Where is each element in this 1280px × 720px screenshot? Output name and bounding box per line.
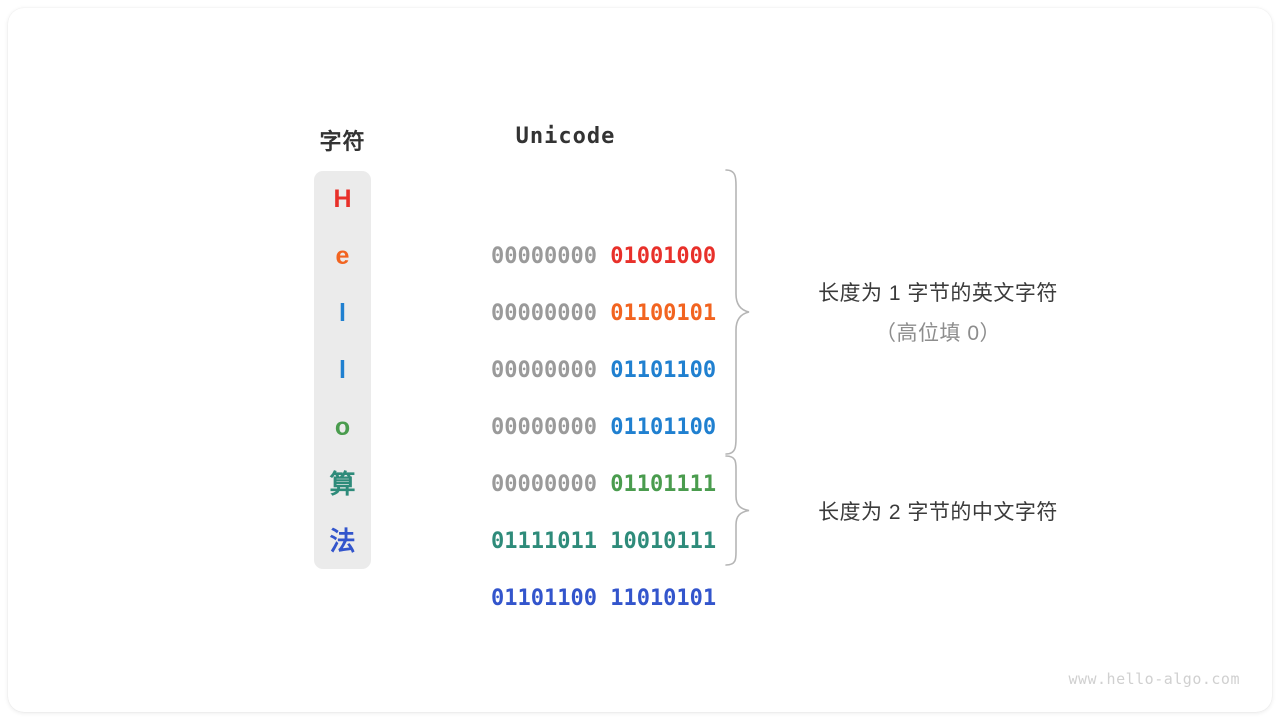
column-header-character: 字符 <box>319 129 366 154</box>
high-byte: 01111011 <box>490 529 597 554</box>
character-column-strip <box>314 171 371 569</box>
group-brace-double-byte <box>725 455 750 566</box>
character-cell: e <box>335 242 350 270</box>
low-byte: 11010101 <box>610 586 717 611</box>
unicode-bits-row: 00000000 01101100 <box>438 342 716 440</box>
character-cell: l <box>339 299 346 327</box>
character-cell: 法 <box>329 526 356 556</box>
high-byte: 01101100 <box>490 586 597 611</box>
high-byte: 00000000 <box>490 244 597 269</box>
column-header-unicode: Unicode <box>515 124 616 149</box>
unicode-bits-row: 00000000 01101100 <box>438 285 716 383</box>
unicode-bits-row: 00000000 01101111 <box>438 399 716 497</box>
low-byte: 01101100 <box>610 415 717 440</box>
annotation-single-byte-line1: 长度为 1 字节的英文字符 <box>818 282 1058 305</box>
character-cell: l <box>339 356 346 384</box>
high-byte: 00000000 <box>490 301 597 326</box>
annotation-double-byte-line1: 长度为 2 字节的中文字符 <box>818 501 1058 524</box>
high-byte: 00000000 <box>490 358 597 383</box>
low-byte: 01101111 <box>610 472 717 497</box>
annotation-single-byte: 长度为 1 字节的英文字符 （高位填 0） <box>768 277 1108 347</box>
figure-card: 字符 Unicode H e l l o 算 法 00000000 010010… <box>8 8 1272 712</box>
watermark: www.hello-algo.com <box>1068 670 1240 688</box>
character-cell: 算 <box>329 469 356 499</box>
character-cell: H <box>333 185 352 213</box>
low-byte: 10010111 <box>610 529 717 554</box>
unicode-bits-row: 01111011 10010111 <box>438 456 716 554</box>
unicode-bits-row: 01101100 11010101 <box>438 513 716 611</box>
high-byte: 00000000 <box>490 472 597 497</box>
group-brace-single-byte <box>725 169 750 455</box>
low-byte: 01001000 <box>610 244 717 269</box>
annotation-single-byte-line2: （高位填 0） <box>874 322 1001 345</box>
character-cell: o <box>334 413 351 441</box>
annotation-double-byte: 长度为 2 字节的中文字符 <box>768 496 1108 526</box>
unicode-bits-row: 00000000 01100101 <box>438 228 716 326</box>
low-byte: 01101100 <box>610 358 717 383</box>
high-byte: 00000000 <box>490 415 597 440</box>
unicode-bits-row: 00000000 01001000 <box>438 171 716 269</box>
low-byte: 01100101 <box>610 301 717 326</box>
